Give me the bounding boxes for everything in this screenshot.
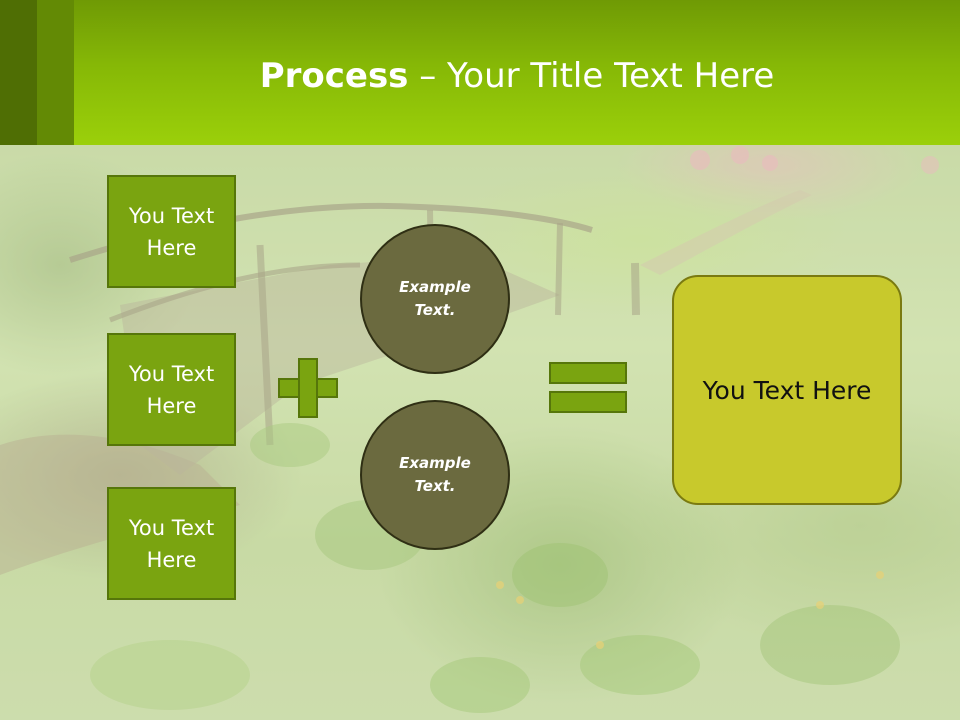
title-bold: Process: [259, 56, 409, 96]
equals-icon-bar: [549, 391, 627, 413]
example-circle-2[interactable]: Example Text.: [360, 400, 510, 550]
circle-line: Example: [399, 278, 471, 296]
result-text: You Text Here: [702, 375, 872, 405]
text-box-line: You Text: [128, 203, 215, 228]
result-box[interactable]: You Text Here: [672, 275, 902, 505]
text-box-line: Here: [146, 547, 197, 572]
example-circle-1[interactable]: Example Text.: [360, 224, 510, 374]
text-box-line: Here: [146, 393, 197, 418]
equals-icon-bar: [549, 362, 627, 384]
header-stripe: [37, 0, 74, 145]
circle-line: Text.: [414, 477, 456, 495]
plus-icon-center: [300, 380, 316, 396]
title-rest: – Your Title Text Here: [408, 56, 775, 96]
header-stripe: [0, 0, 37, 145]
circle-line: Example: [399, 454, 471, 472]
text-box-line: You Text: [128, 515, 215, 540]
title-band: Process – Your Title Text Here: [0, 0, 960, 145]
circle-line: Text.: [414, 301, 456, 319]
slide-title[interactable]: Process – Your Title Text Here: [74, 50, 960, 102]
text-box-line: You Text: [128, 361, 215, 386]
text-box-line: Here: [146, 235, 197, 260]
